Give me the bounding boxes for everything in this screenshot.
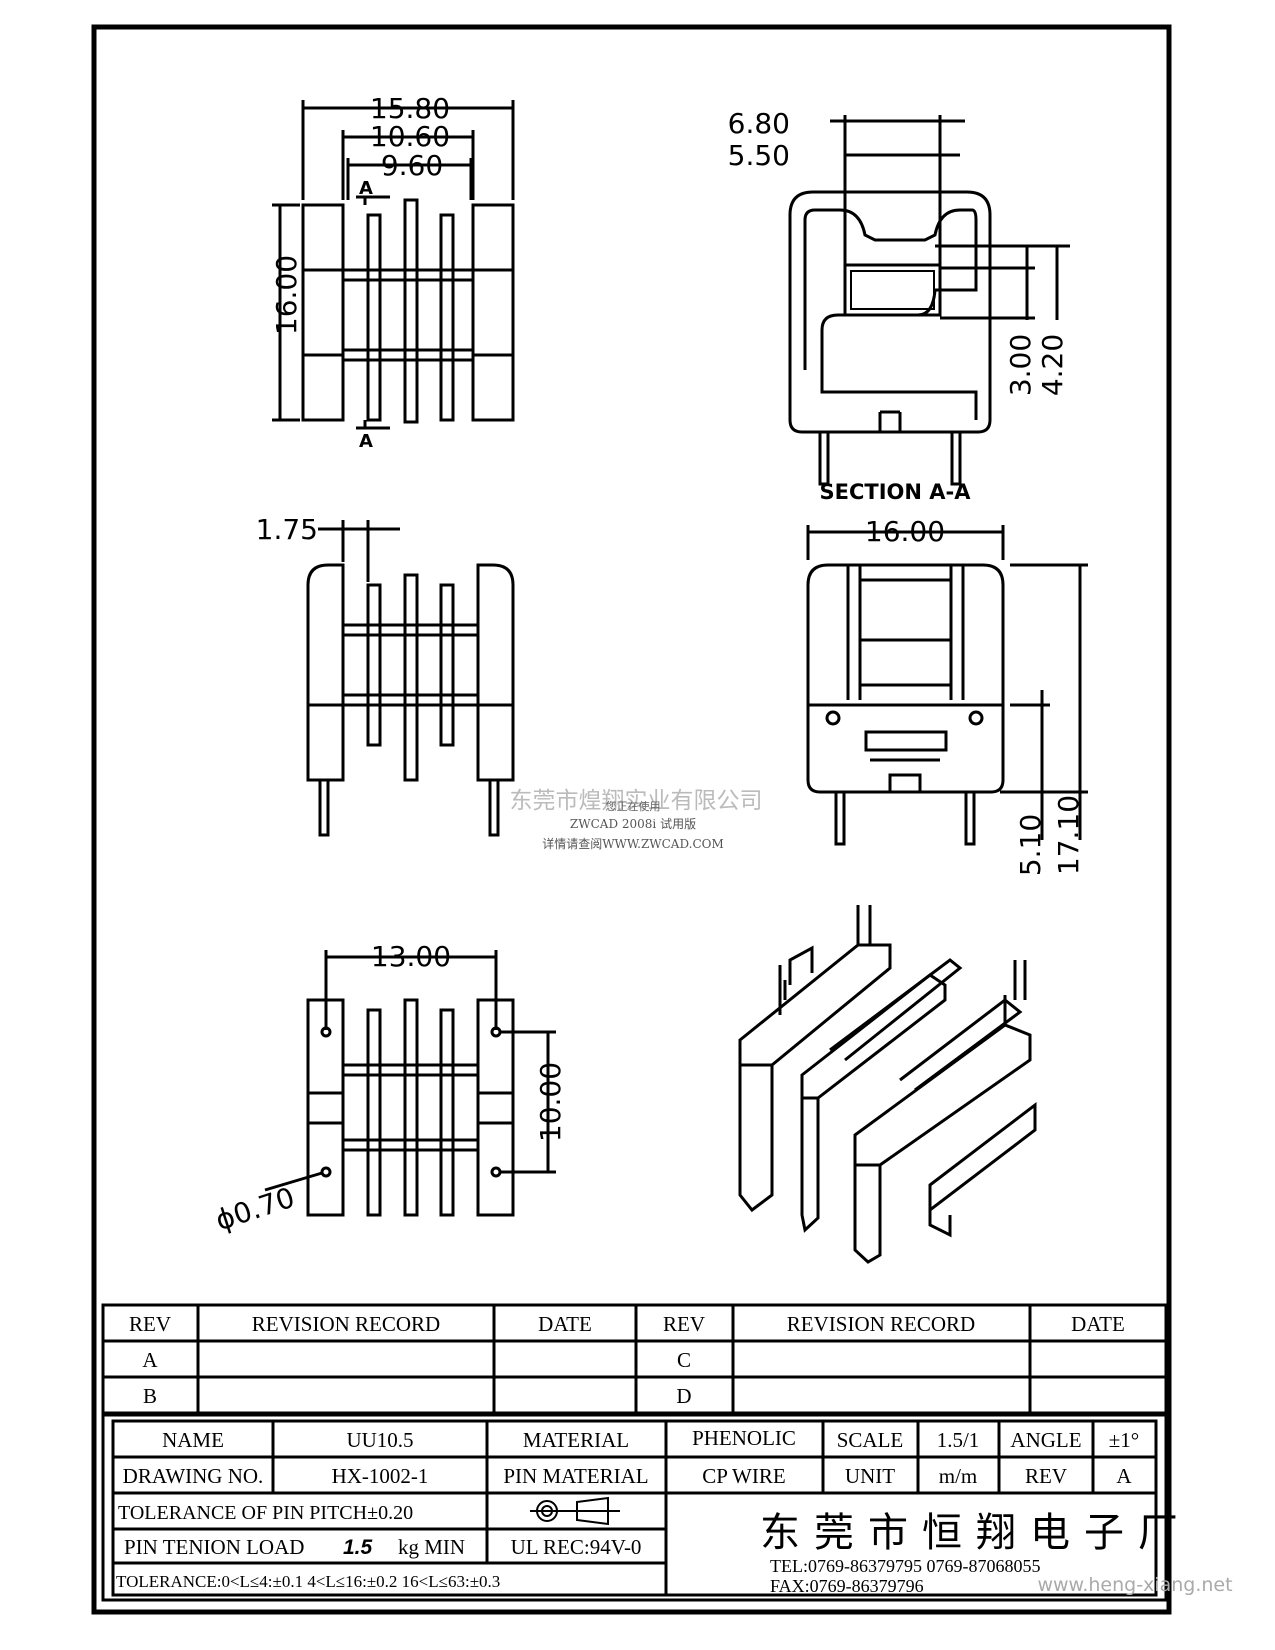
pin-load-value: 1.5	[343, 1536, 373, 1559]
company-tel: TEL:0769-86379795 0769-87068055	[770, 1556, 1040, 1576]
rev-header-1: REV	[129, 1312, 171, 1336]
scale-value: 1.5/1	[937, 1428, 980, 1452]
angle-label: ANGLE	[1010, 1428, 1081, 1452]
date-header-1: DATE	[538, 1312, 592, 1336]
dim-top-width-mid: 10.60	[370, 120, 450, 153]
drawing-no-label: DRAWING NO.	[123, 1464, 264, 1488]
tolerance-pin-pitch: TOLERANCE OF PIN PITCH±0.20	[118, 1502, 413, 1524]
drawing-linework	[264, 100, 1088, 1264]
dim-top-height: 16.00	[270, 255, 303, 335]
dim-section-h2: 4.20	[1036, 334, 1069, 396]
side-view	[306, 520, 515, 837]
isometric-view	[738, 905, 1037, 1264]
bottom-view	[264, 950, 556, 1217]
revision-table-grid	[101, 1303, 1168, 1415]
angle-value: ±1°	[1109, 1428, 1139, 1452]
dim-pin-pitch: 10.00	[534, 1062, 567, 1142]
dim-top-width-outer: 15.80	[370, 92, 450, 125]
watermark-line3: 详情请查阅WWW.ZWCAD.COM	[542, 836, 724, 851]
pin-material-value: CP WIRE	[702, 1464, 785, 1488]
top-view	[272, 100, 515, 430]
rev-cell-b: B	[143, 1384, 157, 1408]
dim-top-width-inner: 9.60	[381, 149, 443, 182]
pin-material-label: PIN MATERIAL	[503, 1464, 648, 1488]
title-block-grid	[101, 1413, 1168, 1602]
rev-cell-a: A	[142, 1348, 158, 1372]
material-value: PHENOLIC	[692, 1426, 796, 1450]
tolerance-text: TOLERANCE:0<L≤4:±0.1 4<L≤16:±0.2 16<L≤63…	[116, 1572, 500, 1591]
dim-side-flange: 1.75	[256, 513, 318, 546]
drawing-no-value: HX-1002-1	[332, 1464, 429, 1488]
watermark-line1: 您正在使用	[606, 800, 661, 813]
section-label-top: A	[359, 178, 373, 199]
unit-value: m/m	[939, 1464, 978, 1488]
rev-label: REV	[1025, 1464, 1067, 1488]
unit-label: UNIT	[845, 1464, 895, 1488]
watermark-company: 东莞市煌翔实业有限公司	[510, 788, 763, 814]
ul-rating: UL REC:94V-0	[511, 1535, 642, 1559]
material-label: MATERIAL	[523, 1428, 629, 1452]
section-label-bottom: A	[359, 431, 373, 452]
dim-pin-span: 13.00	[371, 940, 451, 973]
pin-load-unit: kg MIN	[398, 1535, 465, 1559]
name-value: UU10.5	[346, 1428, 413, 1452]
rev-header-2: REV	[663, 1312, 705, 1336]
section-title: SECTION A-A	[820, 480, 972, 504]
section-view	[788, 115, 1070, 486]
revision-record-header-2: REVISION RECORD	[787, 1312, 975, 1336]
date-header-2: DATE	[1071, 1312, 1125, 1336]
rev-value: A	[1116, 1464, 1132, 1488]
name-label: NAME	[162, 1428, 224, 1452]
rev-cell-c: C	[677, 1348, 691, 1372]
pin-load-label: PIN TENION LOAD	[124, 1535, 304, 1559]
dim-front-h2: 17.10	[1052, 795, 1085, 875]
scale-label: SCALE	[837, 1428, 904, 1452]
company-fax: FAX:0769-86379796	[770, 1576, 924, 1596]
watermark-site: www.heng-xiang.net	[1037, 1574, 1232, 1596]
watermark-line2: ZWCAD 2008i 试用版	[570, 816, 696, 831]
dim-front-h1: 5.10	[1014, 814, 1047, 876]
dim-section-width-outer: 6.80	[728, 107, 790, 140]
rev-cell-d: D	[676, 1384, 691, 1408]
company-name: 东莞市恒翔电子厂	[760, 1510, 1192, 1556]
sheet-border	[91, 24, 1172, 1615]
dim-pin-dia: ϕ0.70	[212, 1181, 299, 1237]
front-view	[806, 525, 1088, 846]
dim-section-width-inner: 5.50	[728, 139, 790, 172]
revision-record-header-1: REVISION RECORD	[252, 1312, 440, 1336]
dim-front-width: 16.00	[865, 515, 945, 548]
dim-section-h1: 3.00	[1004, 334, 1037, 396]
pin-symbol	[530, 1496, 620, 1526]
